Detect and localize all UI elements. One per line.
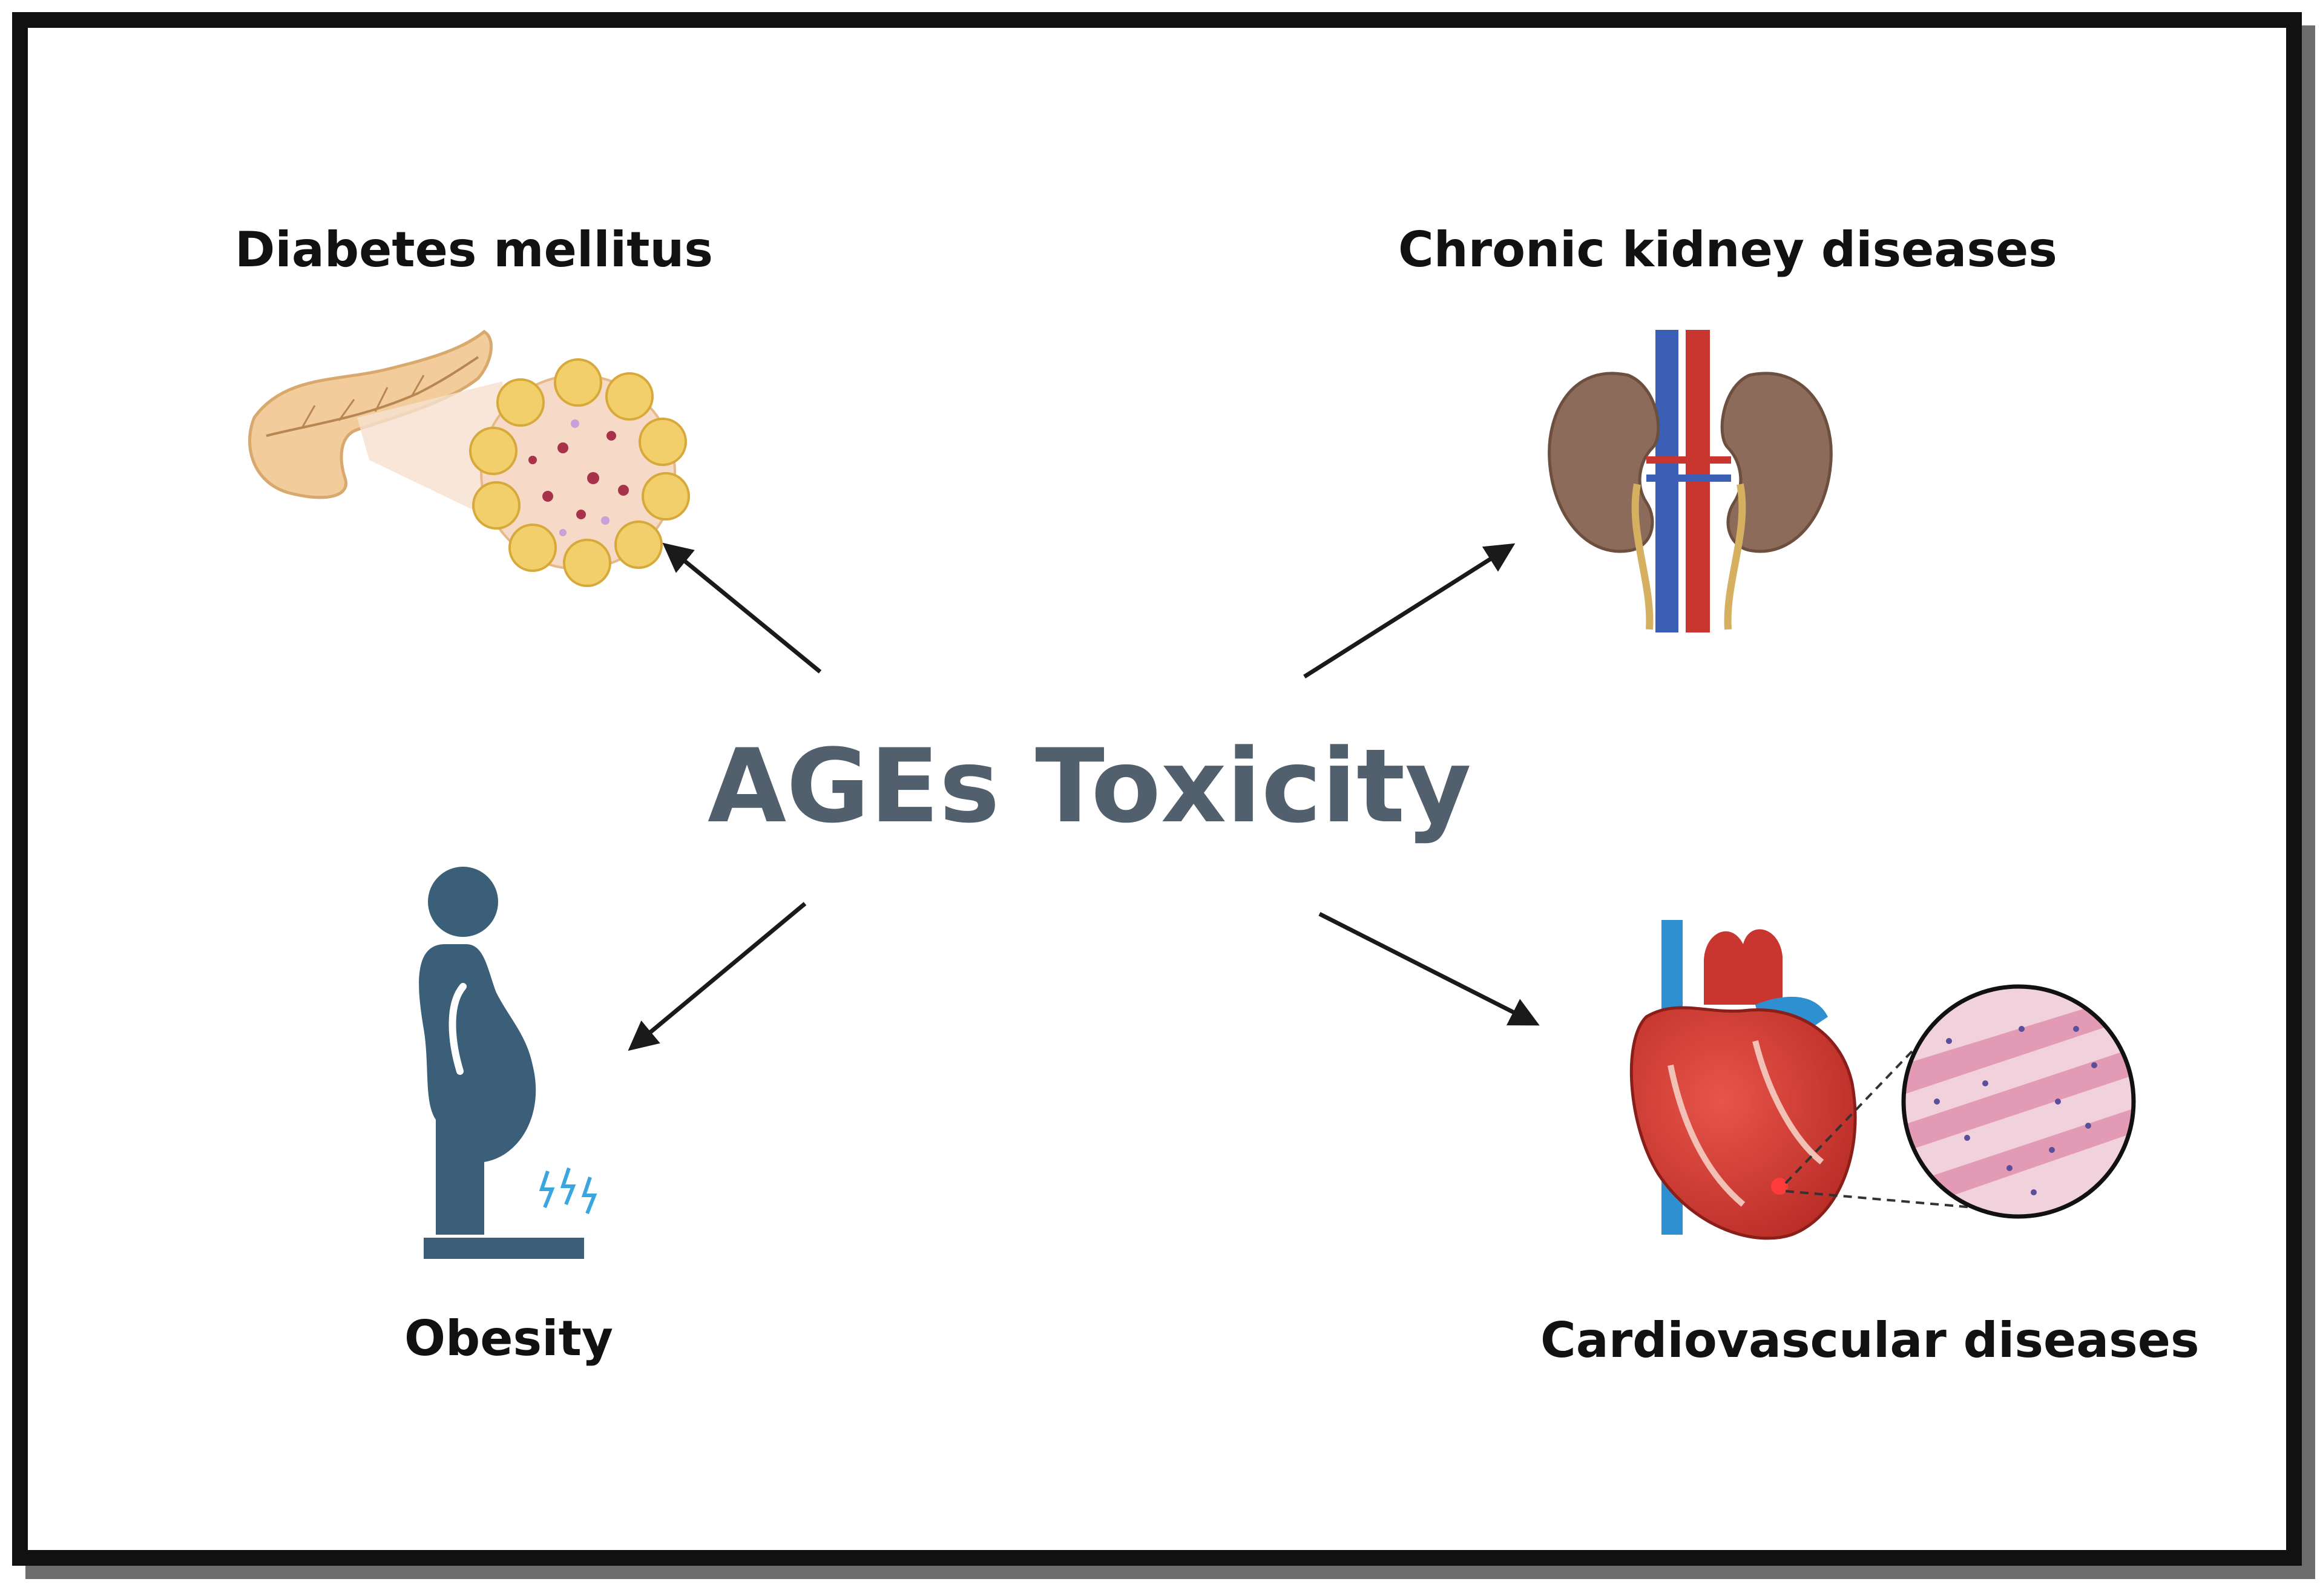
kidney-icon [1548,330,1833,632]
pancreas-icon [248,329,690,587]
arrow-to-diabetes [662,542,822,674]
arrow-to-obesity [628,902,807,1051]
label-cardiovascular-diseases: Cardiovascular diseases [1540,1312,2200,1368]
obese-person-on-scale-icon [419,867,597,1259]
label-diabetes-mellitus: Diabetes mellitus [235,222,713,278]
arrows [628,542,1540,1051]
label-chronic-kidney-diseases: Chronic kidney diseases [1398,222,2057,278]
label-obesity: Obesity [404,1310,613,1367]
arrow-to-cvd [1318,911,1540,1026]
central-title: AGEs Toxicity [708,727,1471,846]
arrow-to-ckd [1303,543,1516,678]
heart-icon [1629,920,2136,1240]
figure-frame [12,12,2302,1566]
